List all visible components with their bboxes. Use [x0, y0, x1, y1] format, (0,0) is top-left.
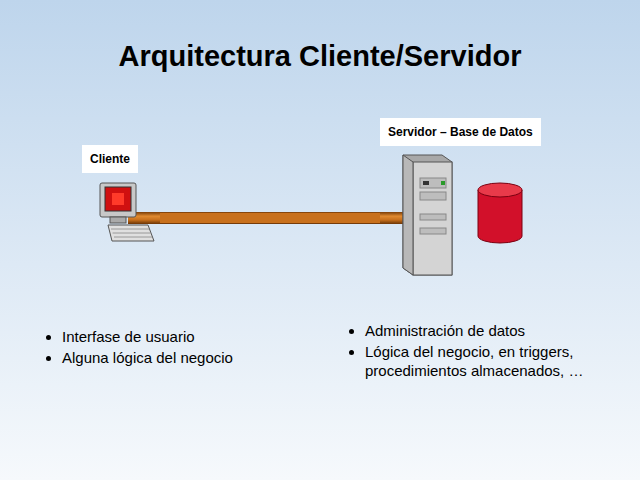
- bullet-note: Interfase de usuario: [62, 327, 322, 346]
- slide-title: Arquitectura Cliente/Servidor: [0, 40, 640, 73]
- bullet-note: Alguna lógica del negocio: [62, 348, 322, 367]
- network-link: [160, 213, 380, 223]
- client-duties: Interfase de usuarioAlguna lógica del ne…: [40, 327, 322, 369]
- bullet-note: Lógica del negocio, en triggers, procedi…: [365, 342, 605, 380]
- node-label: Servidor – Base de Datos: [380, 118, 541, 146]
- bullet-note: Administración de datos: [365, 321, 605, 340]
- server-duties: Administración de datosLógica del negoci…: [343, 321, 605, 382]
- client-node: Cliente: [82, 145, 160, 255]
- server-node: Servidor – Base de Datos: [380, 118, 562, 283]
- node-label: Cliente: [82, 145, 138, 173]
- network-cable: [128, 212, 418, 224]
